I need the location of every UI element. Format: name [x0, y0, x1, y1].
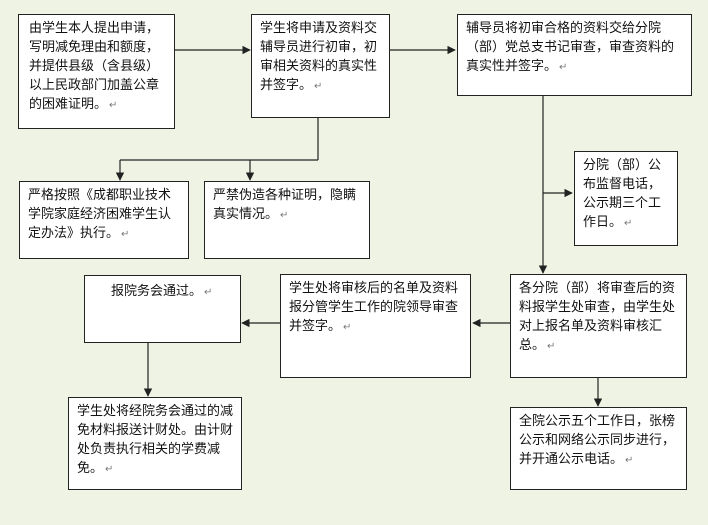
step-box-s5: 严禁伪造各种证明，隐瞒真实情况。↵ [204, 181, 370, 259]
paragraph-mark: ↵ [109, 100, 118, 111]
step-text-s9: 报院务会通过。↵ [111, 284, 213, 299]
paragraph-mark: ↵ [559, 62, 568, 73]
step-text-s6: 分院（部）公布监督电话，公示期三个工作日。↵ [583, 158, 662, 230]
step-box-s8: 学生处将审核后的名单及资料报分管学生工作的院领导审查并签字。↵ [280, 274, 471, 378]
step-text-s10: 学生处将经院务会通过的减免材料报送计财处。由计财处负责执行相关的学费减免。↵ [77, 404, 234, 476]
step-text-s11: 全院公示五个工作日，张榜公示和网络公示同步进行，并开通公示电话。↵ [519, 414, 676, 467]
paragraph-mark: ↵ [314, 81, 323, 92]
step-box-s10: 学生处将经院务会通过的减免材料报送计财处。由计财处负责执行相关的学费减免。↵ [68, 397, 242, 490]
step-text-s5: 严禁伪造各种证明，隐瞒真实情况。↵ [213, 188, 357, 222]
step-text-s7: 各分院（部）将审查后的资料报学生处审查，由学生处对上报名单及资料审核汇总。↵ [519, 281, 676, 353]
step-box-s11: 全院公示五个工作日，张榜公示和网络公示同步进行，并开通公示电话。↵ [510, 407, 687, 490]
paragraph-mark: ↵ [625, 455, 634, 466]
paragraph-mark: ↵ [547, 341, 556, 352]
step-box-s3: 辅导员将初审合格的资料交给分院（部）党总支书记审查，审查资料的真实性并签字。↵ [457, 14, 692, 96]
step-text-s4: 严格按照《成都职业技术学院家庭经济困难学生认定办法》执行。↵ [28, 188, 172, 241]
paragraph-mark: ↵ [121, 229, 130, 240]
step-box-s2: 学生将申请及资料交辅导员进行初审，初审相关资料的真实性并签字。↵ [251, 14, 390, 118]
step-text-s1: 由学生本人提出申请，写明减免理由和额度，并提供县级（含县级）以上民政部门加盖公章… [29, 21, 160, 112]
step-text-s2: 学生将申请及资料交辅导员进行初审，初审相关资料的真实性并签字。↵ [260, 21, 378, 93]
step-text-s3: 辅导员将初审合格的资料交给分院（部）党总支书记审查，审查资料的真实性并签字。↵ [466, 21, 675, 74]
paragraph-mark: ↵ [204, 287, 213, 298]
paragraph-mark: ↵ [343, 322, 352, 333]
step-box-s6: 分院（部）公布监督电话，公示期三个工作日。↵ [574, 151, 678, 246]
step-box-s4: 严格按照《成都职业技术学院家庭经济困难学生认定办法》执行。↵ [19, 181, 189, 259]
paragraph-mark: ↵ [624, 218, 633, 229]
paragraph-mark: ↵ [105, 464, 114, 475]
step-box-s7: 各分院（部）将审查后的资料报学生处审查，由学生处对上报名单及资料审核汇总。↵ [510, 274, 687, 378]
step-text-s8: 学生处将审核后的名单及资料报分管学生工作的院领导审查并签字。↵ [289, 281, 459, 334]
paragraph-mark: ↵ [280, 210, 289, 221]
step-box-s9: 报院务会通过。↵ [84, 275, 241, 343]
step-box-s1: 由学生本人提出申请，写明减免理由和额度，并提供县级（含县级）以上民政部门加盖公章… [18, 14, 175, 129]
